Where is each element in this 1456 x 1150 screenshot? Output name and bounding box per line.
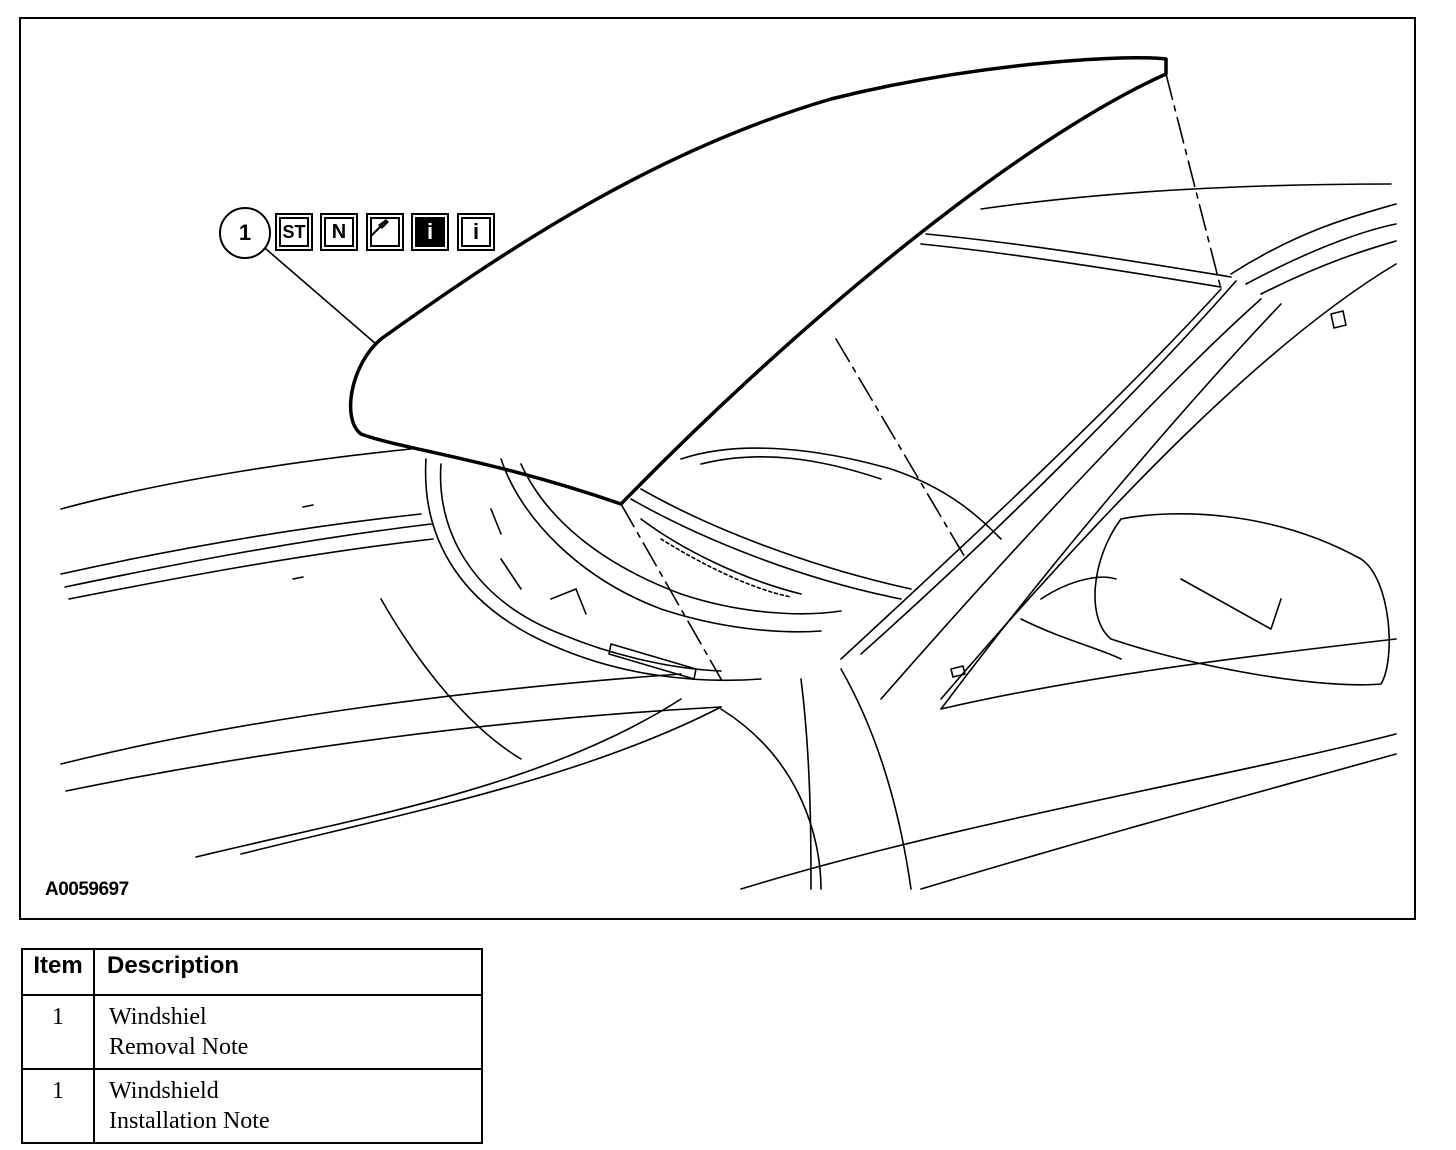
info-icon-light: i: [457, 213, 495, 251]
legend-header-description: Description: [93, 948, 483, 996]
legend-header-row: Item Description: [21, 948, 483, 996]
cowl-panel: [424, 458, 912, 681]
legend-item-description: Windshield Installation Note: [93, 1068, 483, 1144]
table-row: 1 Windshield Installation Note: [21, 1068, 483, 1144]
windshield-illustration-frame: 1 ST N i i A0059697: [19, 17, 1416, 920]
new-part-icon: N: [320, 213, 358, 251]
info-icon-light-label: i: [472, 219, 480, 244]
sealant-tube-icon: [366, 213, 404, 251]
legend-table: Item Description 1 Windshiel Removal Not…: [21, 948, 483, 1144]
legend-description-line[interactable]: Removal Note: [109, 1034, 249, 1060]
alignment-lines: [620, 73, 1222, 680]
legend-item-description: Windshiel Removal Note: [93, 994, 483, 1070]
door-and-mirror: [720, 263, 1397, 890]
windshield-glass: [348, 56, 1168, 506]
callout-number-badge: 1: [219, 207, 271, 259]
callout-number: 1: [238, 220, 252, 245]
special-tool-icon-label: ST: [282, 221, 306, 242]
callout-leader-line: [265, 248, 377, 345]
legend-description-line[interactable]: Windshield: [109, 1078, 219, 1104]
legend-item-number: 1: [21, 1068, 95, 1144]
hood-outline: [60, 448, 722, 858]
new-part-icon-label: N: [331, 220, 347, 243]
legend-item-number: 1: [21, 994, 95, 1070]
legend-description-line[interactable]: Installation Note: [109, 1108, 270, 1134]
windshield-opening: [680, 183, 1397, 660]
legend-header-item: Item: [21, 948, 95, 996]
figure-reference-id: A0059697: [45, 879, 129, 900]
windshield-line-drawing: [60, 56, 1397, 890]
info-icon-dark: i: [411, 213, 449, 251]
info-icon-dark-label: i: [426, 219, 434, 244]
legend-description-line[interactable]: Windshiel: [109, 1004, 207, 1030]
special-tool-icon: ST: [275, 213, 313, 251]
table-row: 1 Windshiel Removal Note: [21, 994, 483, 1070]
